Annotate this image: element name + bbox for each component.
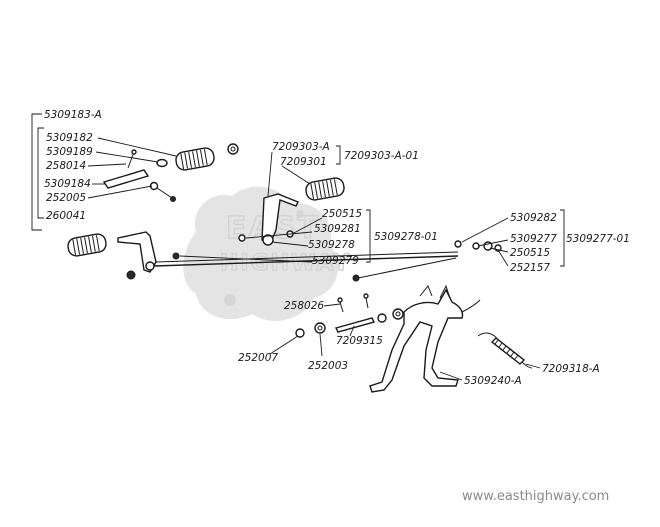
label-7209303-a-01: 7209303-A-01 xyxy=(344,150,419,162)
washer-5309189 xyxy=(156,158,168,168)
label-5309278: 5309278 xyxy=(308,239,355,251)
label-5309277-01: 5309277-01 xyxy=(566,233,630,245)
label-5309189: 5309189 xyxy=(46,146,93,158)
label-252157: 252157 xyxy=(510,262,550,274)
pins-258026 xyxy=(337,293,369,313)
label-7209318-a: 7209318-A xyxy=(542,363,600,375)
bracket-5309183-a xyxy=(31,113,44,231)
bolt-252005 xyxy=(149,181,176,202)
label-7209303-a: 7209303-A xyxy=(272,141,330,153)
label-5309240-a: 5309240-A xyxy=(464,375,522,387)
label-250515-center: 250515 xyxy=(322,208,362,220)
lever-arm-left xyxy=(117,231,180,280)
label-7209301: 7209301 xyxy=(280,156,327,168)
center-stand-5309240-a xyxy=(369,284,481,393)
label-5309282: 5309282 xyxy=(510,212,557,224)
label-5309279: 5309279 xyxy=(312,255,359,267)
label-5309281: 5309281 xyxy=(314,223,361,235)
footrest-grip-center xyxy=(305,177,345,201)
label-5309183-a: 5309183-A xyxy=(44,109,102,121)
label-5309278-01: 5309278-01 xyxy=(374,231,438,243)
bracket-7209303-a-01 xyxy=(336,145,341,165)
bracket-5309277-01 xyxy=(560,209,565,267)
spring-7209318-a xyxy=(477,332,533,369)
label-250515-right: 250515 xyxy=(510,247,550,259)
axle-7209315 xyxy=(334,317,376,333)
part-labels: 5309183-A 5309182 5309189 258014 5309184… xyxy=(44,109,630,387)
label-252007: 252007 xyxy=(238,352,278,364)
footrest-grip-left xyxy=(67,233,107,257)
label-252005: 252005 xyxy=(46,192,86,204)
footrest-shaft-5309184 xyxy=(102,169,150,189)
label-258014: 258014 xyxy=(46,160,86,172)
label-5309277: 5309277 xyxy=(510,233,557,245)
footrest-grip-upper xyxy=(175,143,239,171)
label-260041: 260041 xyxy=(46,210,86,222)
label-258026: 258026 xyxy=(284,300,324,312)
lever-arm-center xyxy=(238,193,299,246)
label-7209315: 7209315 xyxy=(336,335,383,347)
watermark-logo: EAST HIGHWAY xyxy=(183,186,350,321)
label-5309184: 5309184 xyxy=(44,178,91,190)
website-url: www.easthighway.com xyxy=(462,489,609,504)
washers-252007-252003 xyxy=(295,308,404,338)
leader-lines xyxy=(87,137,541,381)
label-252003: 252003 xyxy=(308,360,348,372)
label-5309182: 5309182 xyxy=(46,132,93,144)
bracket-5309278-01 xyxy=(366,209,371,263)
pin-258014 xyxy=(127,149,137,169)
rod-5309279 xyxy=(153,255,459,267)
